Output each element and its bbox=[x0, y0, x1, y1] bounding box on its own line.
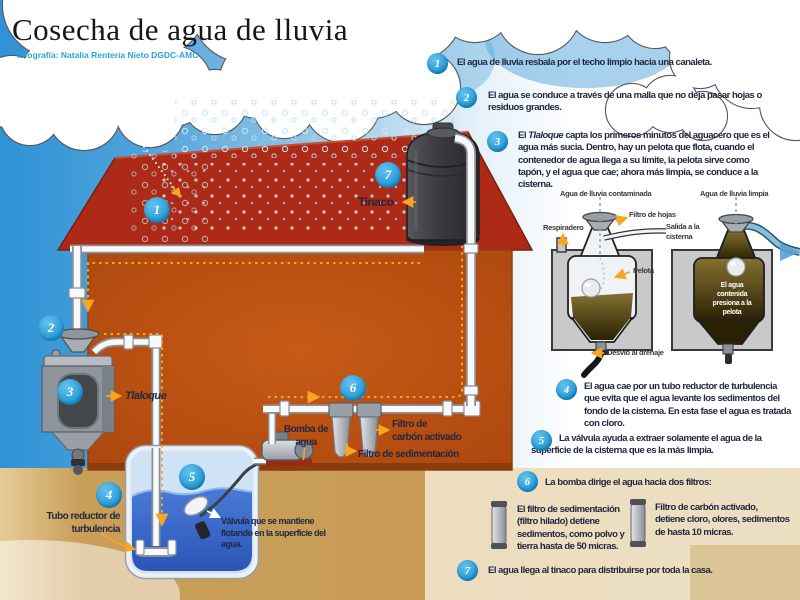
detail-label-filtro-hojas: Filtro de hojas bbox=[629, 210, 676, 219]
step-badge-1-illustration: 1 bbox=[144, 197, 170, 223]
step-6-text: La bomba dirige el agua hacia dos filtro… bbox=[545, 477, 712, 488]
step-5-text: La válvula ayuda a extraer solamente el … bbox=[531, 433, 762, 457]
step-badge-4-text: 4 bbox=[556, 379, 577, 400]
page-title: Cosecha de agua de lluvia bbox=[12, 12, 349, 47]
filter-note-carbon: Filtro de carbón activado, detiene cloro… bbox=[655, 502, 790, 538]
step-1-text: El agua de lluvia resbala por el techo l… bbox=[457, 57, 712, 68]
label-bomba-de-agua: Bomba de agua bbox=[283, 424, 329, 448]
step-3-text: El Tlaloque capta los primeros minutos d… bbox=[518, 130, 800, 192]
filter-icon-carbon bbox=[630, 499, 646, 547]
step-badge-7-text: 7 bbox=[457, 560, 478, 581]
step-badge-6-text: 6 bbox=[517, 471, 538, 492]
float-valve bbox=[183, 461, 261, 540]
step-badge-2-text: 2 bbox=[456, 87, 477, 108]
step-badge-3-text: 3 bbox=[487, 131, 508, 152]
riser-pipe-to-tinaco bbox=[454, 133, 479, 406]
detail-label-salida-cisterna: Salida a la cisterna bbox=[666, 222, 700, 241]
step-badge-5-illustration: 5 bbox=[179, 464, 205, 490]
step-badge-7-illustration: 7 bbox=[375, 162, 401, 188]
label-tinaco: Tinaco bbox=[358, 195, 394, 209]
filter-note-sedimentation: El filtro de sedimentación (filtro hilad… bbox=[517, 504, 625, 553]
step-3-prefix: El bbox=[518, 130, 529, 141]
label-valvula: Válvula que se mantiene flotando en la s… bbox=[221, 516, 326, 550]
step-badge-1-text: 1 bbox=[427, 53, 448, 74]
step-badge-5-text: 5 bbox=[531, 430, 552, 451]
step-badge-2-illustration: 2 bbox=[38, 315, 64, 341]
label-filtro-sedimentacion: Filtro de sedimentación bbox=[358, 449, 459, 460]
label-filtro-carbon: Filtro de carbón activado bbox=[392, 419, 462, 443]
step-badge-3-illustration: 3 bbox=[57, 379, 83, 405]
credit-line: Infografía: Natalia Rentería Nieto DGDC-… bbox=[17, 50, 199, 60]
detail-label-desvio-drenaje: Desvío al drenaje bbox=[607, 348, 664, 357]
detail-label-agua-limpia: Agua de lluvia limpia bbox=[700, 189, 769, 198]
downspout-pipe bbox=[68, 246, 86, 336]
step-2-text: El agua se conduce a través de una malla… bbox=[488, 90, 762, 114]
carbon-filter bbox=[356, 402, 382, 458]
flow-dotted-roof bbox=[81, 262, 420, 313]
step-badge-6-illustration: 6 bbox=[340, 375, 366, 401]
step-4-text: El agua cae por un tubo reductor de turb… bbox=[584, 381, 791, 430]
label-tlaloque: Tlaloque bbox=[125, 390, 167, 402]
detail-right-container bbox=[671, 197, 800, 364]
step-3-suffix: capta los primeros minutos del aguacero … bbox=[518, 130, 770, 191]
label-arrows bbox=[99, 196, 631, 553]
label-tubo-reductor: Tubo reductor de turbulencia bbox=[46, 511, 121, 535]
detail-label-pelota: Pelota bbox=[633, 266, 654, 275]
flow-dotted-to-tinaco bbox=[268, 155, 469, 404]
clouds bbox=[0, 0, 800, 152]
filter-icon-sedimentation bbox=[491, 501, 507, 549]
step-badge-4-illustration: 4 bbox=[96, 482, 122, 508]
step-7-text: El agua llega al tinaco para distribuirs… bbox=[488, 565, 713, 576]
water-pump bbox=[254, 431, 316, 471]
detail-label-agua-contaminada: Agua de lluvia contaminada bbox=[560, 189, 652, 198]
step-3-term-tlaloque: Tlaloque bbox=[528, 130, 564, 141]
turbulence-tube bbox=[135, 448, 177, 557]
rain-flow-arrow bbox=[131, 129, 182, 198]
detail-left-container bbox=[551, 197, 667, 378]
detail-label-presiona-pelota: El agua contenida presiona a la pelota bbox=[712, 282, 752, 317]
detail-label-respiradero: Respiradero bbox=[543, 223, 584, 232]
